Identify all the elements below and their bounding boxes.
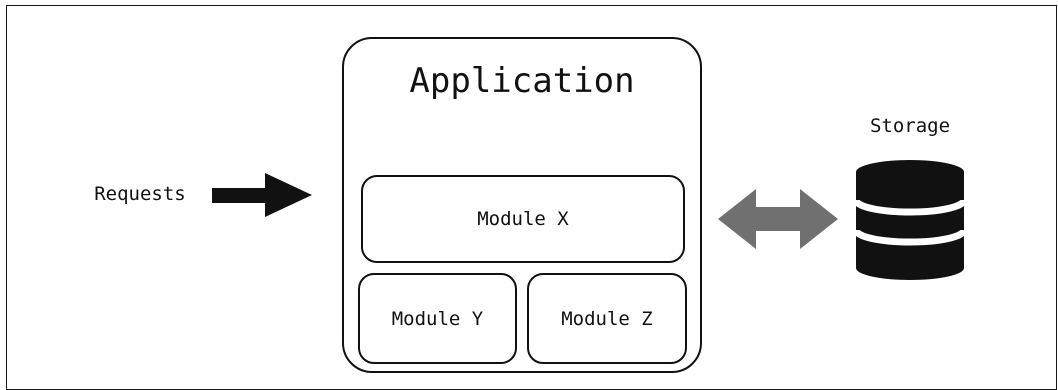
requests-label: Requests — [94, 183, 186, 205]
application-container — [342, 37, 702, 373]
request-arrow-icon — [212, 173, 312, 217]
module-z-label: Module Z — [561, 307, 653, 330]
module-y-box: Module Y — [358, 273, 517, 364]
module-x-box: Module X — [361, 175, 685, 263]
storage-label: Storage — [869, 115, 951, 137]
database-icon — [852, 160, 968, 280]
module-x-label: Module X — [477, 208, 569, 230]
module-y-label: Module Y — [391, 307, 484, 330]
application-title: Application — [409, 61, 635, 101]
storage-arrow-icon — [718, 189, 838, 249]
module-z-box: Module Z — [527, 273, 687, 364]
